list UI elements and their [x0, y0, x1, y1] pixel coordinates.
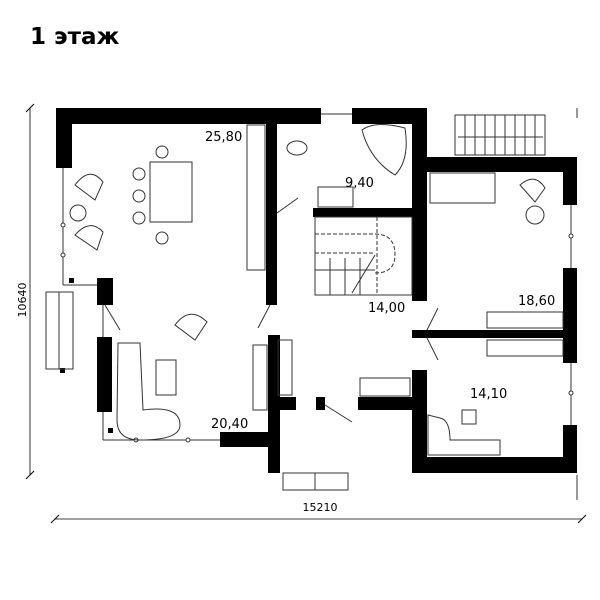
- dimension-width-label: 15210: [303, 501, 338, 514]
- windows: [60, 108, 578, 500]
- dimension-horizontal: [50, 514, 587, 524]
- entrance-steps: [282, 472, 349, 491]
- room-area-bedroom-bottom: 14,10: [470, 387, 507, 402]
- room-area-bedroom-top: 18,60: [518, 294, 555, 309]
- floor-title: 1 этаж: [30, 24, 120, 50]
- room-area-living-kitchen: 25,80: [205, 130, 242, 145]
- room-area-living-room: 20,40: [211, 417, 248, 432]
- dimension-vertical: [25, 103, 35, 480]
- dimension-height-label: 10640: [16, 283, 29, 318]
- walls: [56, 108, 577, 473]
- furniture: [69, 124, 564, 456]
- doors: [104, 197, 439, 423]
- outdoor-stairs: [454, 114, 546, 156]
- interior-stairs: [314, 216, 413, 296]
- terrace-steps: [45, 291, 74, 370]
- room-area-hall: 14,00: [368, 301, 405, 316]
- room-area-bathroom: 9,40: [345, 176, 374, 191]
